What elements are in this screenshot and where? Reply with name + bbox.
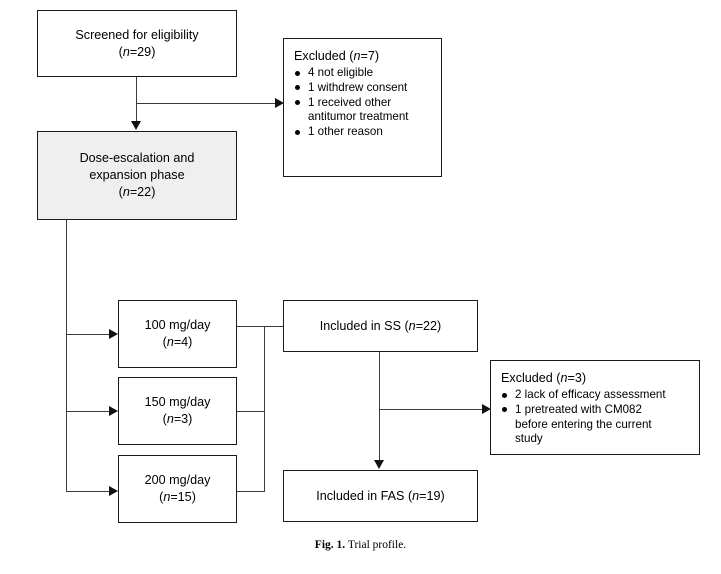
node-excluded-fas: Excluded (n=3) 2 lack of efficacy assess… — [490, 360, 700, 455]
dose150-count: (n=3) — [162, 412, 193, 426]
dose100-title: 100 mg/day — [144, 318, 211, 332]
node-excluded-screening: Excluded (n=7) 4 not eligible 1 withdrew… — [283, 38, 442, 177]
connector-phase-spine — [66, 220, 68, 492]
arrow-screened-to-excluded — [275, 98, 284, 108]
connector-spine-to-dose200 — [66, 491, 111, 493]
bullet-dot-icon — [295, 100, 300, 106]
dose100-count: (n=4) — [162, 335, 193, 349]
phase-count: (n=22) — [118, 185, 156, 199]
connector-collector-to-ss — [264, 326, 284, 328]
screened-title: Screened for eligibility — [75, 27, 199, 42]
phase-title-line1: Dose-escalation and — [79, 151, 195, 165]
connector-screened-to-phase — [136, 77, 138, 122]
bullet-dot-icon — [502, 407, 507, 413]
connector-dose-collector-spine — [264, 326, 266, 492]
phase-title-line2: expansion phase — [89, 168, 185, 182]
figure-caption: Fig. 1. Trial profile. — [0, 539, 721, 551]
connector-screened-to-excluded — [136, 103, 276, 105]
bullet-dot-icon — [295, 85, 300, 91]
excluded-fas-heading: Excluded (n=3) — [501, 371, 587, 385]
arrow-ss-to-excluded-fas — [482, 404, 491, 414]
bullet-dot-icon — [295, 70, 300, 76]
dose200-count: (n=15) — [159, 490, 196, 504]
connector-ss-to-excluded-fas — [379, 409, 483, 411]
excluded-fas-list: 2 lack of efficacy assessment 1 pretreat… — [501, 388, 666, 447]
arrow-screened-to-phase — [131, 121, 141, 130]
dose150-title: 150 mg/day — [144, 395, 211, 409]
node-dose-100: 100 mg/day (n=4) — [118, 300, 237, 368]
connector-dose100-out — [237, 326, 265, 328]
list-item: 1 withdrew consent — [294, 81, 409, 96]
list-item: 4 not eligible — [294, 66, 409, 81]
arrow-ss-to-fas — [374, 460, 384, 469]
arrow-to-dose200 — [109, 486, 118, 496]
connector-ss-to-fas — [379, 352, 381, 461]
node-included-ss: Included in SS (n=22) — [283, 300, 478, 352]
excluded-screening-list: 4 not eligible 1 withdrew consent 1 rece… — [294, 66, 409, 140]
arrow-to-dose150 — [109, 406, 118, 416]
list-item: 2 lack of efficacy assessment — [501, 388, 666, 403]
node-screened-for-eligibility: Screened for eligibility (n=29) — [37, 10, 237, 77]
screened-count: (n=29) — [118, 44, 156, 59]
connector-spine-to-dose100 — [66, 334, 111, 336]
list-item: 1 other reason — [294, 125, 409, 140]
connector-spine-to-dose150 — [66, 411, 111, 413]
figure-number: Fig. 1. — [314, 539, 346, 551]
included-fas-title: Included in FAS (n=19) — [316, 488, 445, 503]
excluded-screening-heading: Excluded (n=7) — [294, 49, 380, 63]
connector-dose150-out — [237, 411, 265, 413]
node-dose-escalation-phase: Dose-escalation and expansion phase (n=2… — [37, 131, 237, 220]
connector-dose200-out — [237, 491, 265, 493]
node-dose-200: 200 mg/day (n=15) — [118, 455, 237, 523]
arrow-to-dose100 — [109, 329, 118, 339]
bullet-dot-icon — [295, 129, 300, 135]
dose200-title: 200 mg/day — [144, 473, 211, 487]
figure-caption-text: Trial profile. — [347, 539, 407, 551]
included-ss-title: Included in SS (n=22) — [319, 318, 442, 333]
node-included-fas: Included in FAS (n=19) — [283, 470, 478, 522]
node-dose-150: 150 mg/day (n=3) — [118, 377, 237, 445]
bullet-dot-icon — [502, 392, 507, 398]
